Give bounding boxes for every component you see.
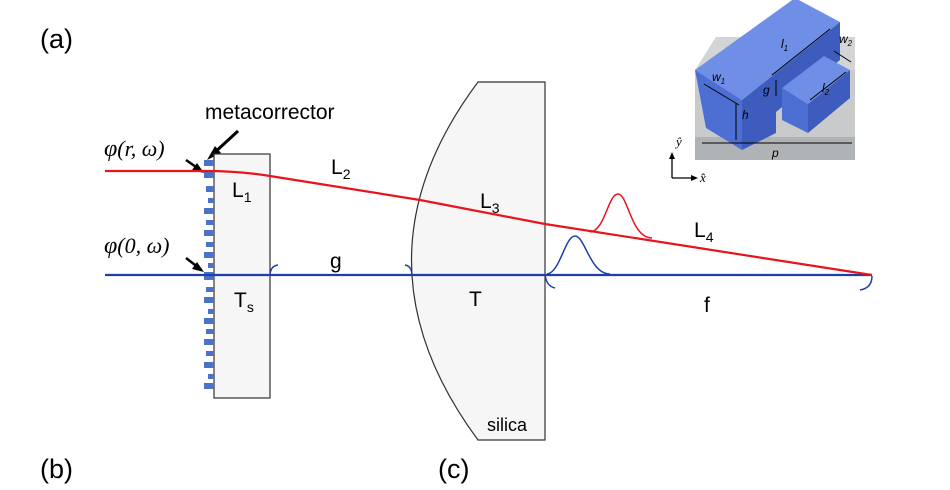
meta-element: [208, 263, 214, 268]
meta-element: [206, 329, 214, 334]
pillar-small-front: [782, 88, 808, 133]
phase-label-center: φ(0, ω): [104, 233, 169, 259]
dim-l2: [809, 71, 847, 101]
label-L3: L3: [480, 190, 500, 216]
inset-label-w2: w2: [839, 32, 853, 48]
metacorrector-label: metacorrector: [205, 101, 335, 124]
inset-label-h: h: [742, 108, 749, 122]
meta-element: [206, 351, 214, 356]
meta-element: [204, 230, 214, 236]
label-L2: L2: [331, 156, 351, 182]
phase-func-outer: φ: [104, 136, 117, 162]
meta-element: [204, 297, 214, 303]
inset-label-l2: l2: [822, 81, 830, 97]
dim-w2: [833, 50, 852, 63]
bracket-focus: [859, 275, 873, 291]
label-Ts: Ts: [234, 289, 254, 315]
inset-axis-x: x̂: [699, 170, 706, 185]
dim-w1: [703, 83, 740, 106]
pillar-large-top: [695, 0, 840, 100]
inset-label-p: p: [771, 146, 779, 160]
phase-func-center: φ: [104, 233, 117, 259]
label-silica: silica: [487, 415, 528, 435]
inset-axis-y: ŷ: [674, 134, 682, 149]
dim-l1: [771, 28, 831, 76]
meta-element: [204, 339, 214, 345]
panel-label-a: (a): [40, 24, 73, 54]
phase-arrow-center: [185, 257, 204, 272]
meta-element: [204, 252, 214, 258]
metacorrector-arrow: [207, 129, 240, 160]
meta-element: [204, 383, 214, 389]
meta-element: [206, 242, 214, 247]
panel-label-c: (c): [438, 454, 469, 484]
label-g: g: [330, 250, 342, 273]
bracket-lens-f: [544, 273, 556, 289]
inset-label-g: g: [763, 83, 770, 97]
phase-args-outer: (r, ω): [117, 136, 164, 161]
silica-lens: [411, 81, 546, 441]
phase-label-outer: φ(r, ω): [104, 136, 165, 162]
meta-atom-inset: w1 l1 w2 g h l2 p ŷ x̂: [669, 0, 855, 185]
label-T: T: [469, 288, 482, 311]
meta-element: [208, 309, 214, 314]
pillar-small-side: [808, 70, 850, 133]
inset-label-w1: w1: [712, 70, 725, 86]
meta-element: [208, 198, 214, 203]
label-L4: L4: [694, 219, 714, 245]
bracket-ts-g: [269, 264, 279, 277]
meta-element: [204, 362, 214, 368]
meta-element: [206, 220, 214, 225]
panel-label-b: (b): [40, 454, 73, 484]
meta-element: [208, 374, 214, 379]
red-pulse: [589, 193, 653, 239]
label-L1: L1: [232, 179, 252, 205]
meta-element: [204, 208, 214, 214]
marginal-ray: [105, 169, 873, 277]
meta-element: [204, 318, 214, 324]
blue-pulse: [546, 235, 611, 275]
pillar-large-front: [695, 70, 742, 150]
bracket-g-lens: [404, 264, 413, 277]
label-f: f: [704, 294, 710, 317]
meta-element: [204, 160, 214, 166]
meta-element: [206, 287, 214, 292]
pillar-small-top: [782, 56, 850, 104]
inset-axes: [671, 156, 694, 179]
inset-label-l1: l1: [781, 37, 788, 53]
meta-element: [206, 186, 214, 192]
meta-element: [204, 172, 214, 178]
phase-args-center: (0, ω): [117, 233, 169, 258]
